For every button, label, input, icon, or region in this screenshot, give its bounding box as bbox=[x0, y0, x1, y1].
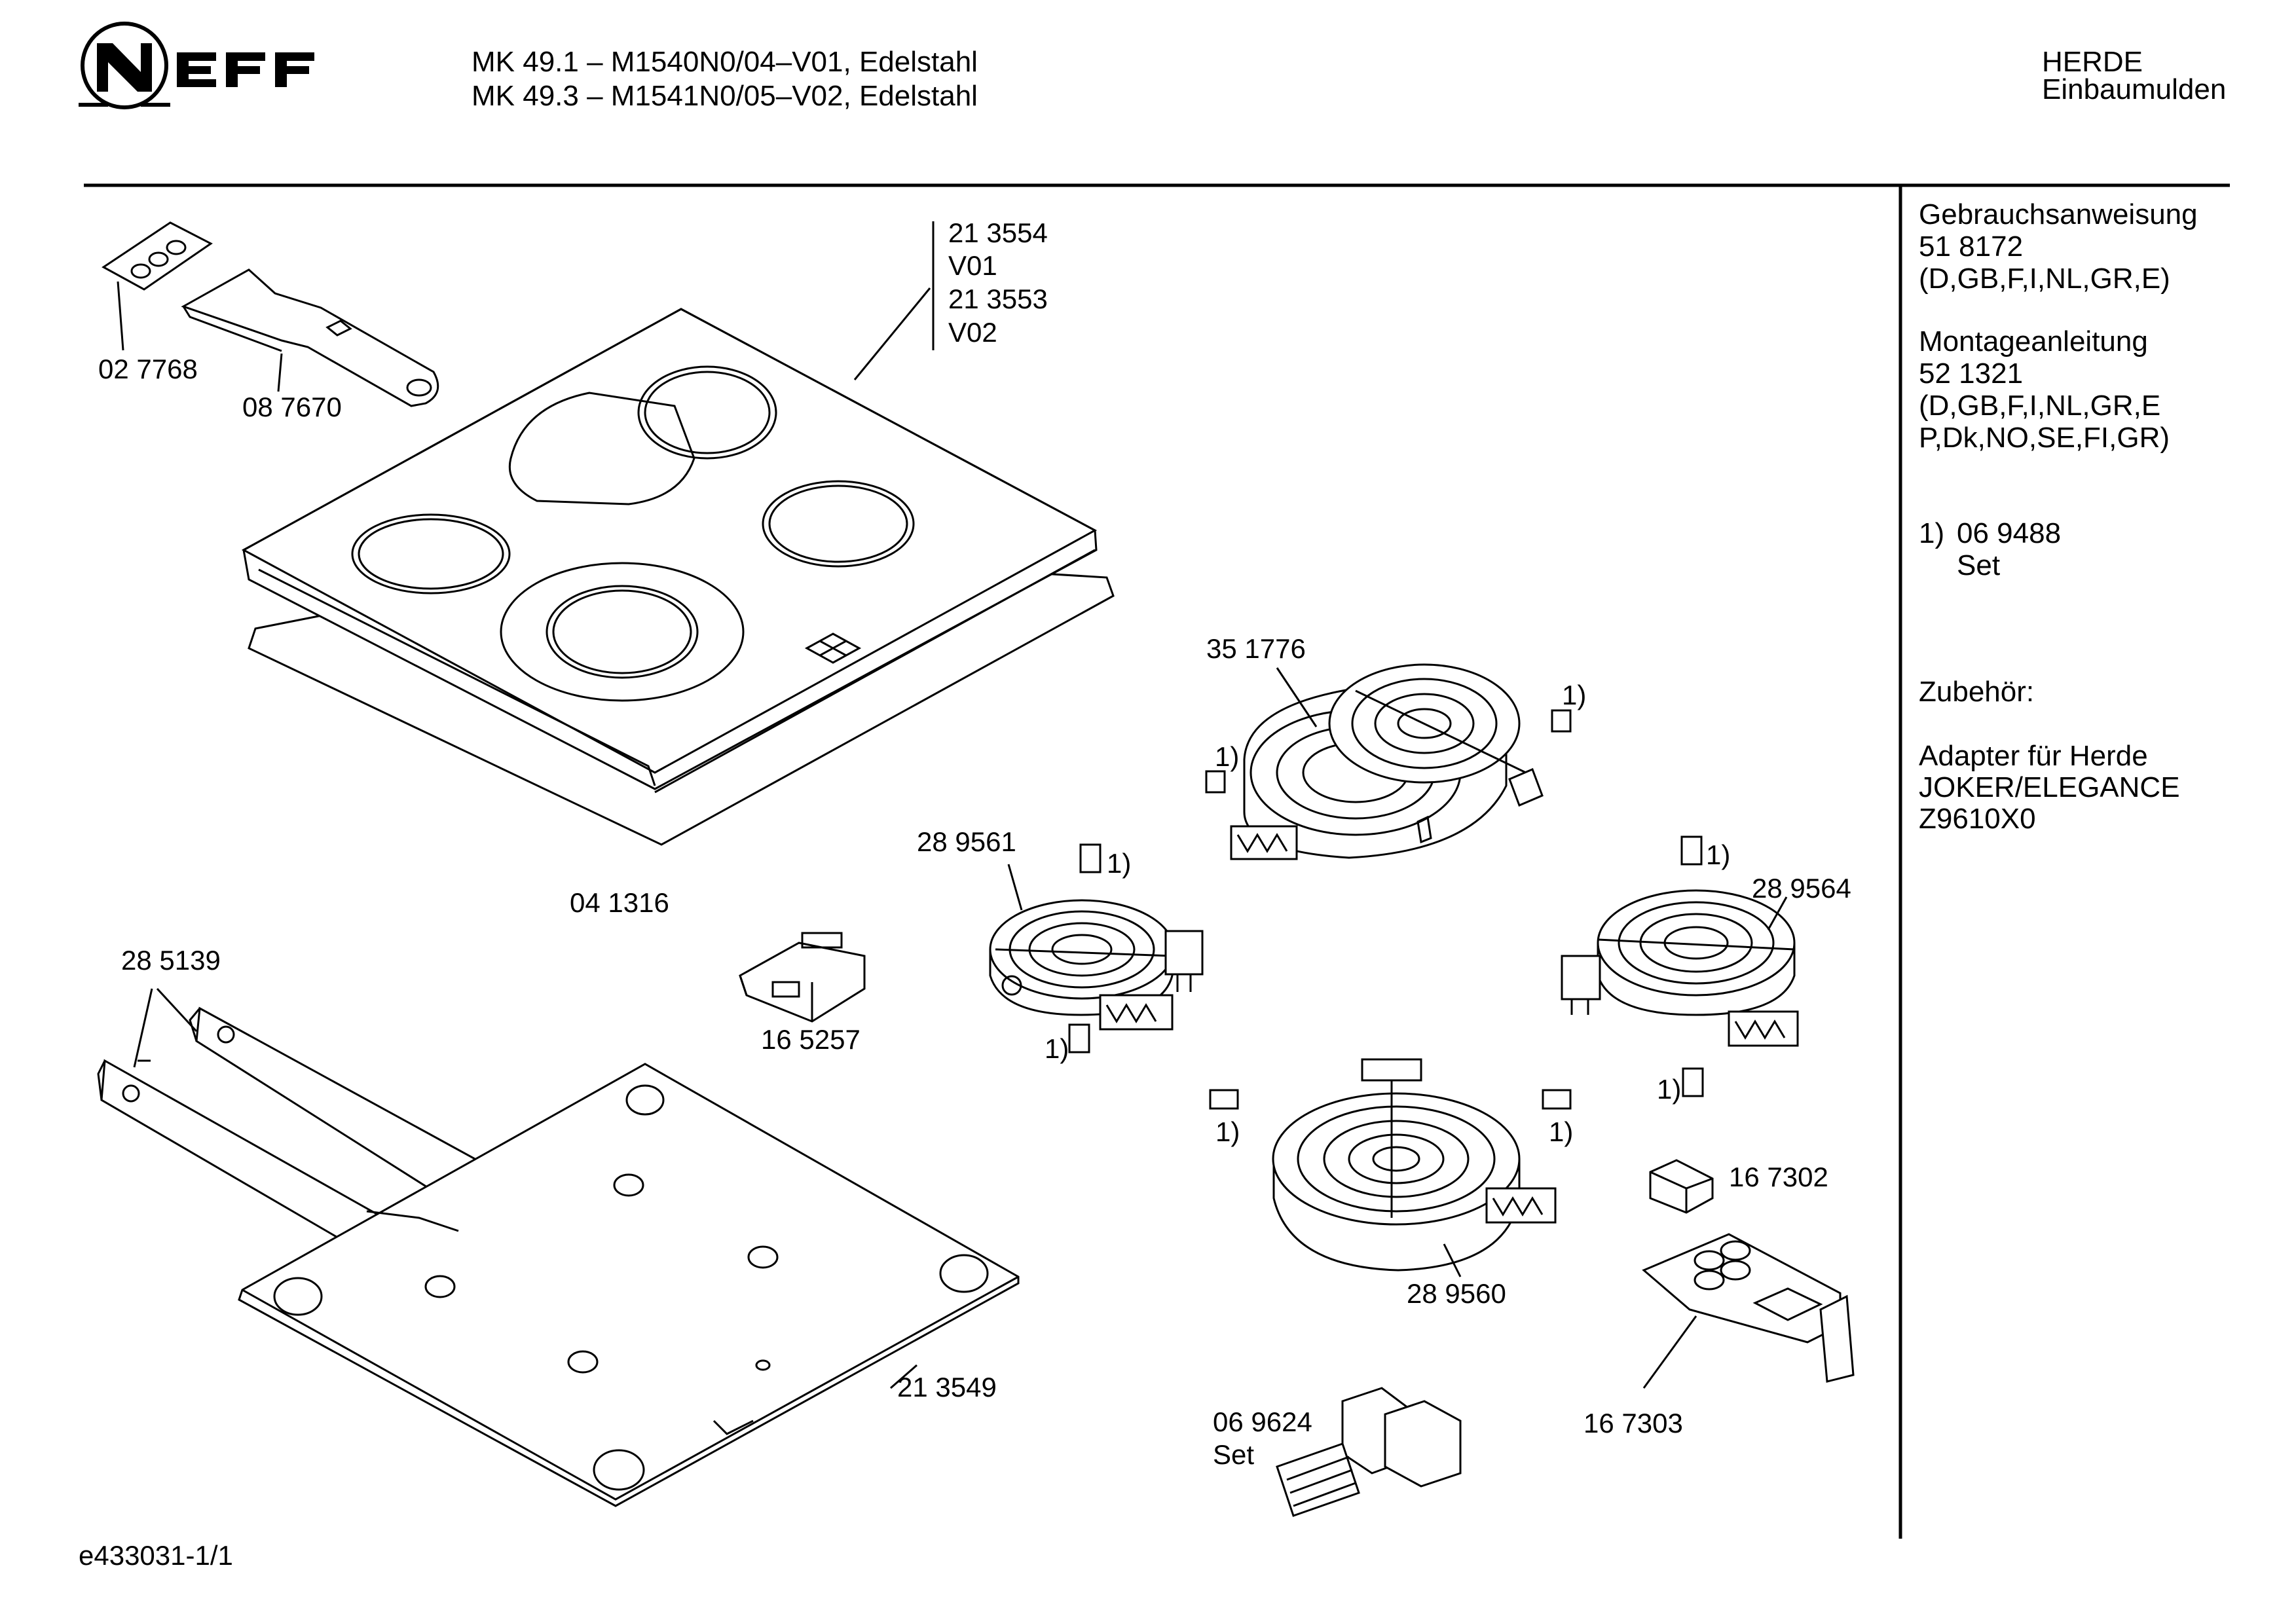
bottom-tray-part bbox=[238, 1063, 1020, 1507]
part-number-285139: 28 5139 bbox=[121, 945, 221, 976]
part-number-351776: 35 1776 bbox=[1206, 633, 1306, 664]
part-number-289564: 28 9564 bbox=[1752, 873, 1851, 904]
category-line-2: Einbaumulden bbox=[2042, 73, 2227, 105]
model-line-1: MK 49.1 – M1540N0/04–V01, Edelstahl bbox=[472, 46, 978, 78]
part-number-041316: 04 1316 bbox=[570, 887, 669, 918]
connector-set-label: Set bbox=[1213, 1439, 1255, 1470]
mounting-title: Montageanleitung bbox=[1919, 325, 2148, 357]
part-number-087670: 08 7670 bbox=[242, 392, 342, 422]
note-reference: 1) bbox=[1919, 517, 1945, 549]
note-set-number: 06 9488 bbox=[1957, 517, 2062, 549]
mounting-languages-1: (D,GB,F,I,NL,GR,E bbox=[1919, 390, 2161, 422]
footnote-ref: 1) bbox=[1706, 839, 1731, 870]
model-line-2: MK 49.3 – M1541N0/05–V02, Edelstahl bbox=[472, 80, 978, 112]
part-number-213554: 21 3554 bbox=[948, 217, 1048, 248]
mounting-languages-2: P,Dk,NO,SE,FI,GR) bbox=[1919, 422, 2170, 454]
part-number-289560: 28 9560 bbox=[1407, 1278, 1506, 1309]
adapter-line-1: Adapter für Herde bbox=[1919, 740, 2148, 772]
variant-v02: V02 bbox=[948, 317, 997, 348]
part-number-213553: 21 3553 bbox=[948, 284, 1048, 314]
manual-number: 51 8172 bbox=[1919, 230, 2024, 263]
footnote-ref: 1) bbox=[1657, 1074, 1682, 1105]
mounting-number: 52 1321 bbox=[1919, 357, 2024, 390]
connector-set-part bbox=[1276, 1387, 1462, 1517]
large-heating-element-part bbox=[1209, 1058, 1572, 1277]
accessories-title: Zubehör: bbox=[1919, 676, 2035, 708]
manual-languages: (D,GB,F,I,NL,GR,E) bbox=[1919, 263, 2170, 295]
small-heating-element-left-part bbox=[989, 843, 1204, 1053]
footnote-ref: 1) bbox=[1215, 741, 1240, 772]
drawing-id: e433031-1/1 bbox=[79, 1540, 233, 1571]
footnote-ref: 1) bbox=[1045, 1033, 1069, 1064]
glass-top-part bbox=[241, 221, 1115, 846]
note-set-label: Set bbox=[1957, 549, 2001, 581]
switch-relay-part bbox=[739, 932, 866, 1023]
part-number-027768: 02 7768 bbox=[98, 354, 198, 384]
control-panel-part bbox=[1642, 1233, 1855, 1389]
oval-heating-element-part bbox=[1205, 663, 1572, 860]
category-line-1: HERDE bbox=[2042, 46, 2143, 78]
footnote-ref: 1) bbox=[1549, 1116, 1574, 1147]
adapter-line-3: Z9610X0 bbox=[1919, 803, 2036, 835]
adapter-line-2: JOKER/ELEGANCE bbox=[1919, 771, 2180, 803]
variant-v01: V01 bbox=[948, 250, 997, 281]
small-heating-element-right-part bbox=[1561, 835, 1799, 1097]
part-number-165257: 16 5257 bbox=[761, 1024, 861, 1055]
footnote-ref: 1) bbox=[1562, 680, 1587, 710]
manual-title: Gebrauchsanweisung bbox=[1919, 198, 2198, 230]
part-number-213549: 21 3549 bbox=[897, 1372, 997, 1402]
part-number-167302: 16 7302 bbox=[1729, 1162, 1828, 1192]
part-number-167303: 16 7303 bbox=[1583, 1408, 1683, 1438]
scraper-part bbox=[181, 268, 439, 407]
label-sticker-part bbox=[102, 221, 213, 351]
neff-logo bbox=[79, 22, 314, 109]
footnote-ref: 1) bbox=[1215, 1116, 1240, 1147]
part-number-289561: 28 9561 bbox=[917, 826, 1016, 857]
part-number-069624: 06 9624 bbox=[1213, 1406, 1312, 1437]
terminal-block-part bbox=[1649, 1159, 1714, 1214]
footnote-ref: 1) bbox=[1107, 848, 1132, 879]
